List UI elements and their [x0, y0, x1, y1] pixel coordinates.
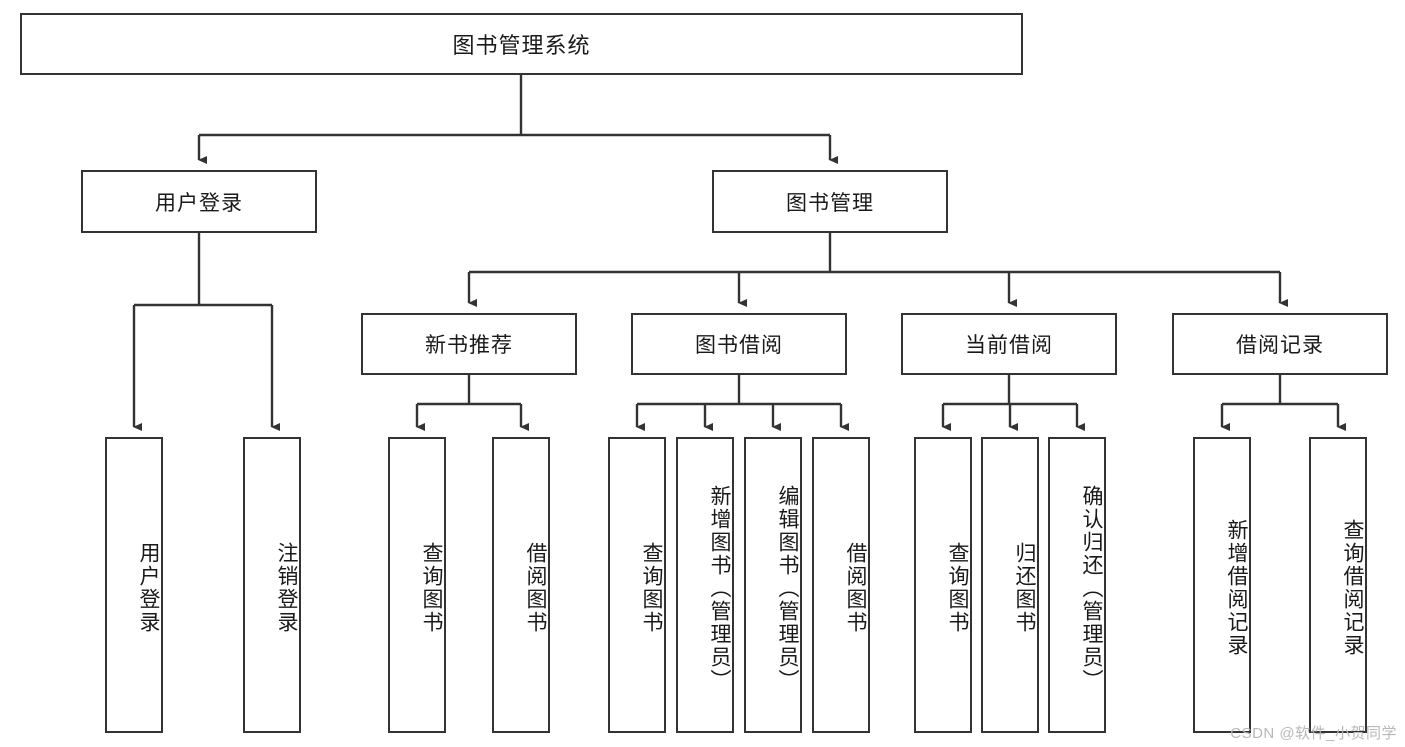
node-label: 新增图书（管理员） — [708, 484, 731, 692]
node-label: 借阅图书 — [524, 542, 547, 634]
node-label: 确认归还（管理员） — [1080, 484, 1103, 692]
leaf-borrow-query-book[interactable]: 查询图书 — [608, 437, 666, 733]
leaf-user-login-logout[interactable]: 注销登录 — [243, 437, 301, 733]
leaf-current-confirm-return[interactable]: 确认归还（管理员） — [1048, 437, 1106, 733]
node-label: 借阅记录 — [1236, 334, 1324, 357]
node-book-borrow[interactable]: 图书借阅 — [631, 313, 847, 375]
node-label: 当前借阅 — [965, 334, 1053, 357]
node-label: 用户登录 — [137, 542, 160, 634]
node-label: 图书管理 — [786, 191, 874, 215]
node-label: 新书推荐 — [425, 334, 513, 357]
node-label: 图书管理系统 — [452, 33, 591, 58]
node-label: 查询图书 — [946, 542, 969, 634]
leaf-borrow-add-book[interactable]: 新增图书（管理员） — [676, 437, 734, 733]
node-label: 查询图书 — [420, 542, 443, 634]
node-current-borrow[interactable]: 当前借阅 — [901, 313, 1117, 375]
node-user-login[interactable]: 用户登录 — [81, 170, 317, 233]
node-label: 归还图书 — [1013, 542, 1036, 634]
node-book-management[interactable]: 图书管理 — [712, 170, 948, 233]
node-root-system[interactable]: 图书管理系统 — [20, 13, 1023, 75]
node-label: 用户登录 — [155, 191, 243, 215]
node-label: 查询借阅记录 — [1341, 519, 1364, 657]
node-label: 新增借阅记录 — [1225, 519, 1248, 657]
leaf-current-query-book[interactable]: 查询图书 — [914, 437, 972, 733]
leaf-record-query-record[interactable]: 查询借阅记录 — [1309, 437, 1367, 733]
node-label: 注销登录 — [275, 542, 298, 634]
node-label: 借阅图书 — [844, 542, 867, 634]
node-borrow-record[interactable]: 借阅记录 — [1172, 313, 1388, 375]
node-new-book-recommend[interactable]: 新书推荐 — [361, 313, 577, 375]
watermark-text: CSDN @软件_小贺同学 — [1230, 725, 1397, 742]
leaf-new-book-borrow[interactable]: 借阅图书 — [492, 437, 550, 733]
leaf-new-book-query[interactable]: 查询图书 — [388, 437, 446, 733]
leaf-borrow-borrow-book[interactable]: 借阅图书 — [812, 437, 870, 733]
node-label: 查询图书 — [640, 542, 663, 634]
leaf-current-return-book[interactable]: 归还图书 — [981, 437, 1039, 733]
node-label: 图书借阅 — [695, 334, 783, 357]
leaf-borrow-edit-book[interactable]: 编辑图书（管理员） — [744, 437, 802, 733]
node-label: 编辑图书（管理员） — [776, 484, 799, 692]
leaf-user-login-login[interactable]: 用户登录 — [105, 437, 163, 733]
leaf-record-add-record[interactable]: 新增借阅记录 — [1193, 437, 1251, 733]
